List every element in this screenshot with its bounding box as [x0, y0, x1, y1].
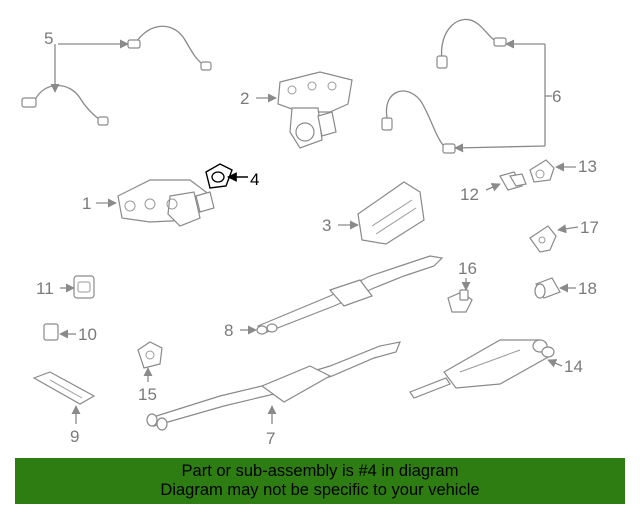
part-8-front-pipe[interactable] [256, 255, 444, 335]
part-7-center-pipe[interactable] [146, 341, 401, 431]
part-4-gasket[interactable] [205, 163, 233, 189]
part-3-heat-shield[interactable] [357, 181, 425, 245]
callout-10: 10 [78, 325, 97, 344]
banner-line-1: Part or sub-assembly is #4 in diagram [181, 462, 459, 480]
part-1-exhaust-manifold[interactable] [117, 179, 215, 227]
leader-6-c [454, 143, 546, 153]
part-2-exhaust-manifold[interactable] [277, 71, 353, 149]
part-11-rubber-mount[interactable] [73, 275, 95, 299]
part-16-hanger-bracket[interactable] [447, 289, 473, 313]
leader-12 [485, 183, 501, 192]
part-18-tailpipe-tip[interactable] [534, 277, 561, 299]
callout-8: 8 [224, 321, 233, 340]
part-17-hanger[interactable] [529, 225, 557, 253]
leader-17 [557, 224, 579, 234]
exhaust-parts-diagram: 5 2 6 4 1 [21, 18, 599, 448]
part-14-rear-muffler[interactable] [409, 339, 555, 399]
callout-14: 14 [564, 357, 583, 376]
callout-16: 16 [458, 259, 477, 278]
callout-4: 4 [250, 170, 259, 189]
callout-6: 6 [552, 87, 561, 106]
callout-13: 13 [578, 157, 597, 176]
callout-3: 3 [322, 216, 331, 235]
callout-1: 1 [82, 194, 91, 213]
callout-5: 5 [44, 29, 53, 48]
part-13-clamp[interactable] [529, 159, 555, 183]
callout-15: 15 [138, 385, 157, 404]
callout-7: 7 [266, 429, 275, 448]
banner-line-2: Diagram may not be specific to your vehi… [160, 481, 480, 499]
part-12-bracket[interactable] [499, 171, 527, 191]
callout-18: 18 [578, 279, 597, 298]
info-banner: Part or sub-assembly is #4 in diagram Di… [15, 458, 625, 504]
callout-11: 11 [36, 279, 54, 298]
leader-14 [547, 359, 563, 368]
part-15-clamp[interactable] [137, 341, 163, 369]
callout-9: 9 [70, 427, 79, 446]
callout-12: 12 [460, 185, 479, 204]
callout-2: 2 [240, 89, 249, 108]
callout-17: 17 [580, 218, 599, 237]
part-9-heat-shield-plate[interactable] [32, 371, 96, 405]
part-10-mount[interactable] [43, 323, 59, 341]
part-5-oxygen-sensors[interactable] [21, 25, 212, 126]
part-6-oxygen-sensors[interactable] [381, 18, 507, 154]
